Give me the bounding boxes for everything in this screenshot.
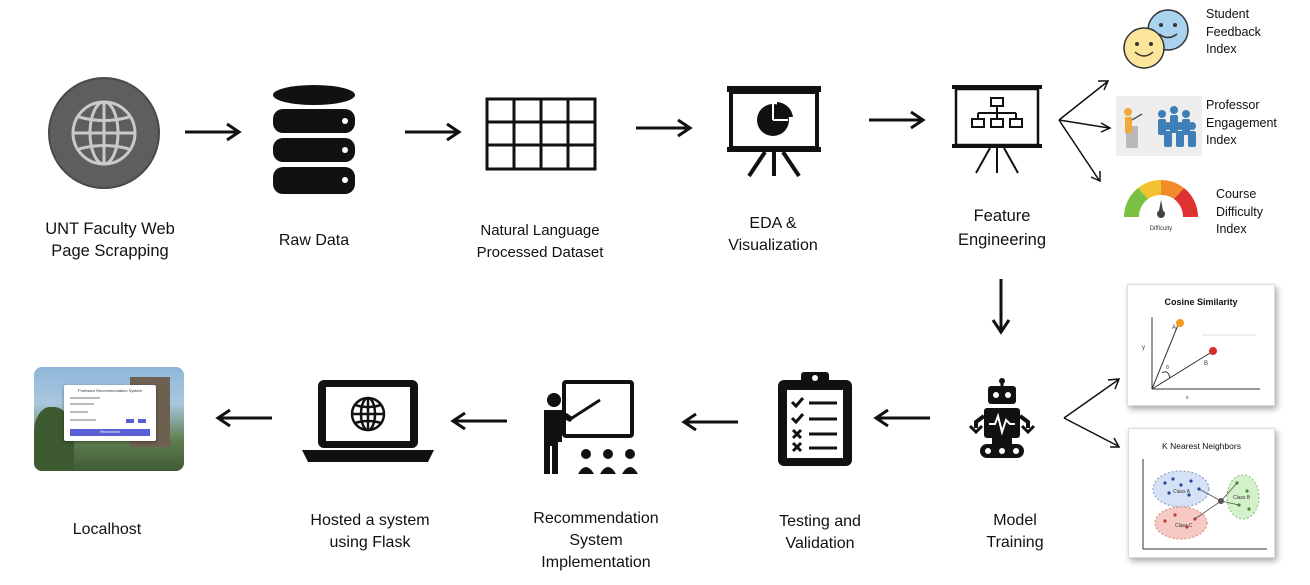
flow-arrow-left <box>215 408 272 428</box>
difficulty-gauge-icon: Difficulty <box>1124 180 1198 232</box>
cosine-vector-plot: A B y x θ <box>1142 317 1260 401</box>
step-label-eda: EDA & Visualization <box>728 215 818 254</box>
robot-icon <box>968 378 1036 458</box>
knn-class-b: Class B <box>1233 495 1251 501</box>
course-difficulty-label: Course Difficulty Index <box>1216 187 1264 236</box>
checklist-clipboard-icon <box>778 372 852 466</box>
flow-arrow-down <box>991 279 1011 335</box>
database-icon <box>273 85 355 194</box>
app-chip <box>138 419 146 423</box>
step-label-feature-engineering: Feature Engineering <box>957 207 1047 249</box>
professor-engagement-icon <box>1116 96 1202 156</box>
feature-fanout-arrows <box>1058 80 1112 183</box>
knn-class-a: Class A <box>1173 489 1191 495</box>
flow-arrow-right <box>405 122 462 142</box>
step-label-recommendation: Recommendation System Implementation <box>533 510 659 571</box>
cosine-angle: θ <box>1166 365 1169 371</box>
presentation-chart-icon <box>727 86 821 178</box>
step-label-model-training: Model Training <box>986 512 1044 551</box>
cosine-card-title: Cosine Similarity <box>1164 297 1238 307</box>
smiley-faces-icon <box>1123 9 1189 69</box>
step-label-testing: Testing and Validation <box>779 513 861 552</box>
app-submit-button[interactable]: Recommend <box>70 429 150 436</box>
app-field <box>70 419 96 421</box>
app-field <box>70 397 100 399</box>
gauge-caption: Difficulty <box>1150 226 1173 232</box>
flow-arrow-right <box>869 110 926 130</box>
knn-class-c: Class C <box>1175 523 1193 529</box>
step-label-flask: Hosted a system using Flask <box>310 512 430 551</box>
knn-card-title: K Nearest Neighbors <box>1162 441 1241 451</box>
step-label-localhost: Localhost <box>72 521 142 538</box>
step-label-raw-data: Raw Data <box>278 232 350 249</box>
cosine-point-b: B <box>1204 361 1208 367</box>
flow-arrow-left <box>450 411 507 431</box>
cosine-point-a: A <box>1172 325 1176 331</box>
globe-icon <box>48 77 160 189</box>
app-title: Professor Recommendation System <box>77 388 143 393</box>
laptop-globe-icon <box>302 380 434 462</box>
cosine-axis-y: y <box>1142 345 1145 351</box>
table-grid-icon <box>485 97 597 171</box>
cosine-axis-x: x <box>1186 395 1189 401</box>
model-fanout-arrows <box>1063 378 1121 448</box>
knn-cluster-plot: Class A Class B Class C <box>1142 459 1267 550</box>
professor-engagement-label: Professor Engagement Index <box>1206 98 1277 147</box>
step-label-nlp-dataset: Natural Language Processed Dataset <box>476 222 604 261</box>
localhost-screenshot: Professor Recommendation System Recommen… <box>34 367 184 471</box>
cosine-similarity-card: Cosine Similarity A B y x θ <box>1127 284 1275 406</box>
knn-card: K Nearest Neighbors Class A Class B Clas… <box>1128 428 1275 558</box>
flow-arrow-left <box>873 408 930 428</box>
flow-arrow-left <box>681 412 738 432</box>
flow-arrow-right <box>185 122 242 142</box>
student-feedback-label: Student Feedback Index <box>1206 7 1261 56</box>
presentation-hierarchy-icon <box>952 85 1042 174</box>
app-chip <box>126 419 134 423</box>
app-field <box>70 403 94 405</box>
app-dialog: Professor Recommendation System Recommen… <box>64 385 156 441</box>
step-label-scraping: UNT Faculty Web Page Scrapping <box>45 220 175 260</box>
app-field <box>70 411 88 413</box>
flow-arrow-right <box>636 118 693 138</box>
teacher-presentation-icon <box>544 380 638 474</box>
